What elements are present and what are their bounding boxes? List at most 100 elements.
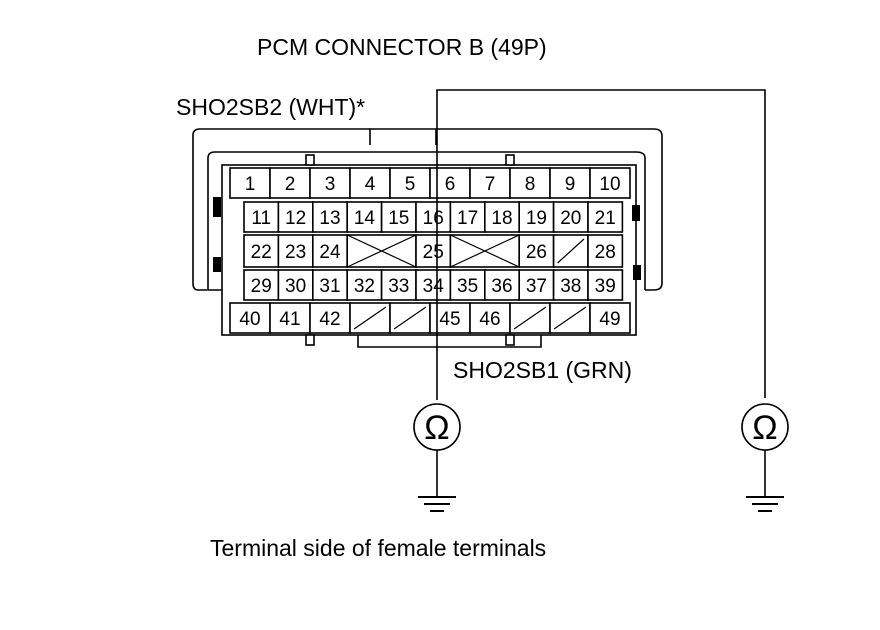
terminal-number: 49 [599, 309, 620, 330]
terminal-cell [243, 234, 280, 268]
terminal-cell [309, 302, 351, 334]
terminal-number: 22 [251, 242, 272, 263]
terminal-cell [589, 302, 631, 334]
terminal-number: 26 [526, 242, 547, 263]
terminal-number: 1 [245, 174, 256, 195]
terminal-cell [483, 201, 520, 233]
blank-slash [353, 306, 387, 330]
terminal-cell [243, 201, 280, 233]
terminal-cell [269, 302, 311, 334]
terminal-cell [311, 234, 348, 268]
housing-lock-left [213, 197, 221, 217]
terminal-number: 36 [491, 276, 512, 297]
terminal-cell [415, 234, 452, 268]
terminal-cell [469, 302, 511, 334]
terminal-number: 6 [445, 174, 456, 195]
terminal-number: 31 [319, 276, 340, 297]
terminal-cell [469, 167, 511, 199]
terminal-number: 24 [319, 242, 341, 263]
terminal-number: 46 [479, 309, 500, 330]
terminal-number: 15 [388, 208, 409, 229]
terminal-cell [389, 167, 431, 199]
terminal-cell [415, 269, 452, 301]
blank-cross-b [346, 234, 417, 268]
terminal-cell [277, 269, 314, 301]
terminal-cell [518, 201, 555, 233]
probe-label-sho2sb2-wht: SHO2SB2 (WHT)* [176, 94, 366, 120]
blank-slash [393, 306, 427, 330]
terminal-cell [346, 269, 383, 301]
terminal-cell [415, 201, 452, 233]
terminal-number: 8 [525, 174, 536, 195]
terminal-cell [229, 302, 271, 334]
key-tab-bottom-left [305, 334, 315, 346]
terminal-number: 21 [595, 208, 616, 229]
housing-outer-right [436, 128, 663, 291]
terminal-number: 33 [388, 276, 409, 297]
blank-slash [557, 238, 585, 264]
housing-inner-frame [207, 151, 646, 291]
connector-top-latch [369, 128, 437, 145]
terminal-number: 19 [526, 208, 547, 229]
terminal-number: 45 [439, 309, 460, 330]
terminal-number: 23 [285, 242, 306, 263]
terminal-number: 41 [279, 309, 300, 330]
ohmmeter-sho2sb1-symbol: Ω [424, 409, 449, 447]
housing-outer-left [192, 128, 370, 291]
terminal-number: 7 [485, 174, 496, 195]
terminal-number: 28 [595, 242, 616, 263]
terminal-cell [587, 234, 624, 268]
housing-lock-left-lower [213, 257, 221, 272]
terminal-number: 18 [491, 208, 512, 229]
terminal-cell [229, 167, 271, 199]
key-tab-top-left [305, 154, 315, 166]
terminal-number: 30 [285, 276, 306, 297]
terminal-cell [311, 201, 348, 233]
probe-lead-wht [436, 89, 766, 400]
terminal-number: 39 [595, 276, 616, 297]
blank-cross-b [450, 234, 520, 268]
terminal-cell [277, 201, 314, 233]
terminal-cell [587, 201, 624, 233]
terminal-number: 32 [354, 276, 375, 297]
terminal-number: 10 [599, 174, 620, 195]
terminal-cell [483, 269, 520, 301]
terminal-cell [243, 269, 280, 301]
terminal-number: 35 [457, 276, 478, 297]
terminal-number: 29 [251, 276, 272, 297]
terminal-number: 42 [319, 309, 340, 330]
terminal-cell [449, 201, 486, 233]
diagram-title: PCM CONNECTOR B (49P) [257, 34, 547, 60]
key-tab-bottom-right [505, 334, 515, 346]
terminal-number: 5 [405, 174, 416, 195]
blank-slash [553, 306, 587, 330]
terminal-number: 38 [560, 276, 581, 297]
probe-label-sho2sb1-grn: SHO2SB1 (GRN) [453, 357, 632, 383]
terminal-number: 3 [325, 174, 336, 195]
terminal-number: 14 [354, 208, 376, 229]
terminal-number: 37 [526, 276, 547, 297]
connector-body [221, 164, 637, 336]
terminal-cell [509, 167, 551, 199]
terminal-number: 16 [423, 208, 444, 229]
terminal-cell [589, 167, 631, 199]
terminal-number: 12 [285, 208, 306, 229]
terminal-cell [518, 234, 555, 268]
terminal-cell [587, 269, 624, 301]
footer-caption: Terminal side of female terminals [210, 535, 547, 561]
terminal-cell [311, 269, 348, 301]
terminal-number: 9 [565, 174, 576, 195]
terminal-cell [277, 234, 314, 268]
terminal-number: 20 [560, 208, 581, 229]
connector-bottom-key [357, 335, 542, 348]
terminal-number: 2 [285, 174, 296, 195]
terminal-number: 25 [423, 242, 444, 263]
blank-slash [513, 306, 547, 330]
ohmmeter-sho2sb2-symbol: Ω [752, 409, 777, 447]
terminal-cell [380, 201, 417, 233]
housing-lock-right-lower [633, 265, 641, 280]
terminal-number: 11 [251, 208, 271, 229]
terminal-cell [449, 269, 486, 301]
key-tab-top-right [505, 154, 515, 166]
